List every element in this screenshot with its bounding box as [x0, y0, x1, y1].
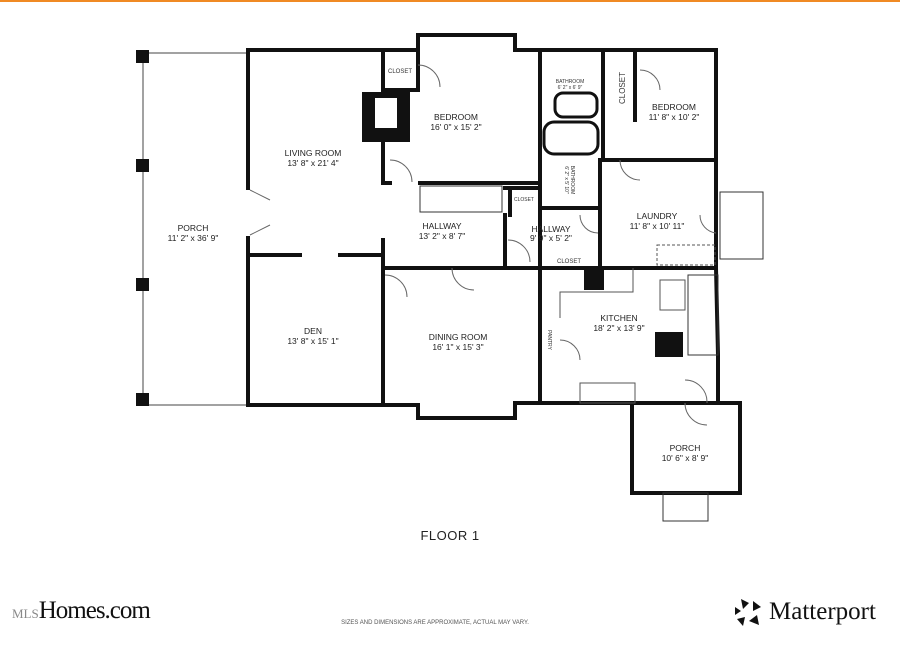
room-labels: PORCH 11' 2" x 36' 9" LIVING ROOM 13' 8"… [168, 69, 709, 463]
porch-posts [136, 50, 149, 406]
porch-outline [142, 52, 248, 406]
doors [249, 64, 717, 426]
room-name: LIVING ROOM [285, 148, 342, 158]
room-name: BATHROOM [556, 79, 585, 85]
room-dims: 18' 2" x 13' 9" [593, 323, 644, 333]
room-name: DEN [304, 326, 322, 336]
disclaimer: SIZES AND DIMENSIONS ARE APPROXIMATE, AC… [341, 620, 529, 626]
room-dims: 11' 2" x 36' 9" [168, 233, 219, 243]
room-name: KITCHEN [600, 313, 637, 323]
closet-label: CLOSET [557, 259, 581, 265]
room-name: LAUNDRY [637, 211, 678, 221]
room-dims: 6' 2" x 5' 10" [563, 166, 569, 194]
kitchen-fixtures [584, 270, 683, 357]
counters [559, 244, 716, 404]
room-name: BEDROOM [652, 102, 696, 112]
matterport-logo: Matterport [733, 597, 876, 627]
room-dims: 13' 8" x 15' 1" [287, 336, 338, 346]
room-dims: 10' 6" x 8' 9" [662, 453, 709, 463]
homes-com-text: Homes.com [38, 597, 151, 624]
fireplace [362, 92, 410, 142]
room-dims: 13' 2" x 8' 7" [419, 231, 466, 241]
room-name: PORCH [178, 223, 209, 233]
closet-label: CLOSET [388, 69, 412, 75]
room-dims: 11' 8" x 10' 11" [630, 221, 685, 231]
room-name: DINING ROOM [429, 332, 488, 342]
accent-bar [0, 0, 900, 2]
stairs [419, 185, 764, 522]
closet-label: CLOSET [514, 197, 534, 203]
room-name: HALLWAY [422, 221, 461, 231]
matterport-icon [735, 599, 761, 626]
room-dims: 9' 9" x 5' 2" [530, 233, 572, 243]
room-name: BATHROOM [569, 166, 575, 195]
pantry-label: PANTRY [546, 330, 552, 350]
room-dims: 13' 8" x 21' 4" [287, 158, 338, 168]
mls-logo-text: MLS [12, 606, 39, 621]
room-name: HALLWAY [531, 224, 570, 234]
floor-label: FLOOR 1 [420, 528, 480, 543]
room-dims: 6' 2" x 6' 9" [558, 85, 583, 91]
room-dims: 16' 1" x 15' 3" [432, 342, 483, 352]
matterport-text: Matterport [769, 598, 876, 625]
room-name: PORCH [670, 443, 701, 453]
homes-com-logo: MLSHomes.com [12, 597, 151, 625]
closet-label: CLOSET [618, 72, 627, 104]
room-dims: 11' 8" x 10' 2" [649, 112, 700, 122]
room-name: BEDROOM [434, 112, 478, 122]
room-dims: 16' 0" x 15' 2" [430, 122, 481, 132]
tubs [542, 91, 600, 156]
